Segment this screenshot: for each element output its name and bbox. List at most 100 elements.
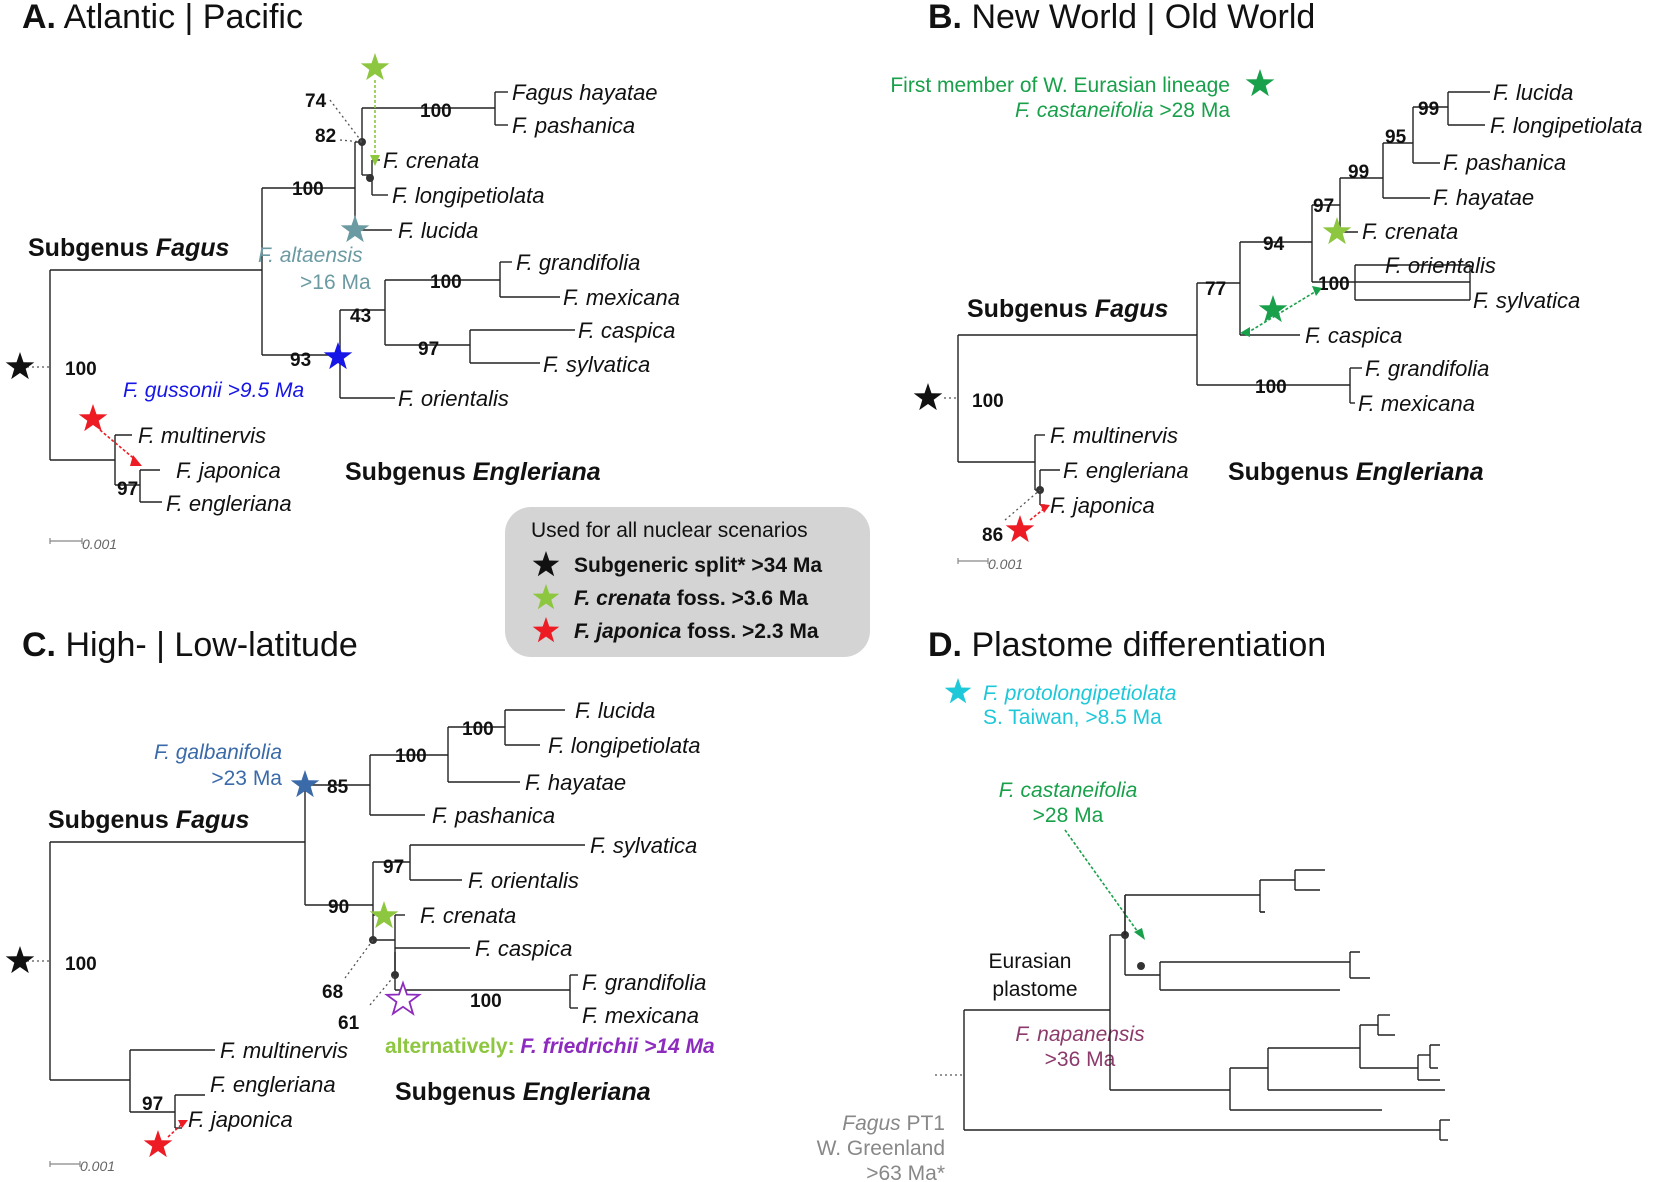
black-star-icon <box>5 352 35 380</box>
red-star-icon <box>1005 515 1035 543</box>
fossil-label: F. altaensis <box>258 244 363 267</box>
leaf: F. hayatae <box>525 770 626 795</box>
black-star-icon <box>913 383 943 411</box>
support: 93 <box>290 350 311 371</box>
teal-star-icon <box>340 215 370 243</box>
fossil-label: >28 Ma <box>1033 804 1104 827</box>
leaf: F. caspica <box>1305 323 1402 348</box>
support: 100 <box>430 272 462 293</box>
green-star-icon <box>1258 295 1288 323</box>
leaf: F. crenata <box>420 903 516 928</box>
support: 100 <box>65 954 97 975</box>
support: 100 <box>65 359 97 380</box>
support: 100 <box>420 101 452 122</box>
panel-a: A. Atlantic | Pacific <box>5 0 680 552</box>
leaf: F. sylvatica <box>590 833 697 858</box>
fossil-label: Fagus PT1 <box>842 1112 945 1135</box>
red-star-icon <box>78 404 108 432</box>
panel-c: C. High- | Low-latitude <box>5 626 715 1174</box>
black-star-icon <box>532 551 560 577</box>
leaf: F. sylvatica <box>1473 288 1580 313</box>
red-star-icon <box>532 617 560 643</box>
leaf: F. orientalis <box>398 386 509 411</box>
leaf: F. pashanica <box>512 113 635 138</box>
panel-d: D. Plastome differentiation F. protolong… <box>817 626 1450 1182</box>
leaf: F. multinervis <box>138 423 266 448</box>
leaf: F. pashanica <box>1443 150 1566 175</box>
support: 100 <box>470 991 502 1012</box>
light-green-star-icon <box>360 53 390 81</box>
fossil-label: First member of W. Eurasian lineage <box>890 74 1230 97</box>
support: 100 <box>292 179 324 200</box>
support: 97 <box>418 339 439 360</box>
support: 97 <box>1313 196 1334 217</box>
blue-star-icon <box>323 342 353 370</box>
subgenus-label: Subgenus Fagus <box>48 806 250 834</box>
leaf: F. pashanica <box>432 803 555 828</box>
support: 100 <box>395 746 427 767</box>
leaf: F. mexicana <box>1358 391 1475 416</box>
leaf: F. japonica <box>176 458 281 483</box>
plastome-label: plastome <box>992 978 1077 1001</box>
support: 74 <box>305 91 327 112</box>
support: 77 <box>1205 279 1226 300</box>
leaf: F. sylvatica <box>543 352 650 377</box>
support: 97 <box>142 1094 163 1115</box>
light-green-star-icon <box>369 901 399 929</box>
subgenus-label: Subgenus Fagus <box>967 295 1169 323</box>
leaf: F. longipetiolata <box>548 733 701 758</box>
support: 86 <box>982 525 1003 546</box>
support: 100 <box>1255 377 1287 398</box>
leaf: F. mexicana <box>563 285 680 310</box>
support: 85 <box>327 777 349 798</box>
leaf: F. engleriana <box>210 1072 336 1097</box>
legend-row: F. crenata foss. >3.6 Ma <box>574 587 808 610</box>
subgenus-label: Subgenus Fagus <box>28 234 230 262</box>
leaf: F. grandifolia <box>516 250 640 275</box>
fossil-label: >23 Ma <box>211 767 282 790</box>
support: 100 <box>1318 274 1350 295</box>
light-green-star-icon <box>1322 217 1352 245</box>
leaf: F. japonica <box>188 1107 293 1132</box>
scale-label: 0.001 <box>82 536 117 552</box>
support: 95 <box>1385 127 1407 148</box>
eurasian-label: Eurasian <box>989 950 1072 973</box>
fossil-label: F. protolongipetiolata <box>983 682 1176 705</box>
fossil-label: W. Greenland <box>817 1137 945 1160</box>
panel-b-title: B. New World | Old World <box>928 0 1315 36</box>
leaf: Fagus hayatae <box>512 80 658 105</box>
leaf: F. multinervis <box>1050 423 1178 448</box>
purple-outline-star-icon <box>384 980 422 1016</box>
leaf: F. caspica <box>578 318 675 343</box>
leaf: F. crenata <box>1362 219 1458 244</box>
leaf: F. grandifolia <box>1365 356 1489 381</box>
scale-label: 0.001 <box>988 556 1023 572</box>
legend: Used for all nuclear scenarios Subgeneri… <box>505 507 870 657</box>
fossil-label: F. castaneifolia >28 Ma <box>1015 99 1230 122</box>
leaf: F. lucida <box>1493 80 1573 105</box>
support: 97 <box>117 479 138 500</box>
fossil-label: F. galbanifolia <box>154 741 282 764</box>
leaf: F. hayatae <box>1433 185 1534 210</box>
leaf: F. lucida <box>575 698 655 723</box>
fossil-label: >36 Ma <box>1045 1048 1116 1071</box>
subgenus-label: Subgenus Engleriana <box>345 458 601 486</box>
support: 61 <box>338 1013 360 1034</box>
cyan-star-icon <box>944 678 972 704</box>
support: 99 <box>1348 162 1369 183</box>
leaf: F. mexicana <box>582 1003 699 1028</box>
fossil-label: >16 Ma <box>300 271 371 294</box>
panel-d-title: D. Plastome differentiation <box>928 626 1326 664</box>
support: 43 <box>350 306 371 327</box>
panel-b: B. New World | Old World First member of… <box>890 0 1642 572</box>
leaf: F. longipetiolata <box>1490 113 1643 138</box>
leaf: F. lucida <box>398 218 478 243</box>
leaf: F. caspica <box>475 936 572 961</box>
leaf: F. orientalis <box>468 868 579 893</box>
green-star-icon <box>1245 69 1275 97</box>
support: 100 <box>462 719 494 740</box>
leaf: F. grandifolia <box>582 970 706 995</box>
support: 82 <box>315 126 336 147</box>
subgenus-label: Subgenus Engleriana <box>1228 458 1484 486</box>
support: 97 <box>383 857 404 878</box>
